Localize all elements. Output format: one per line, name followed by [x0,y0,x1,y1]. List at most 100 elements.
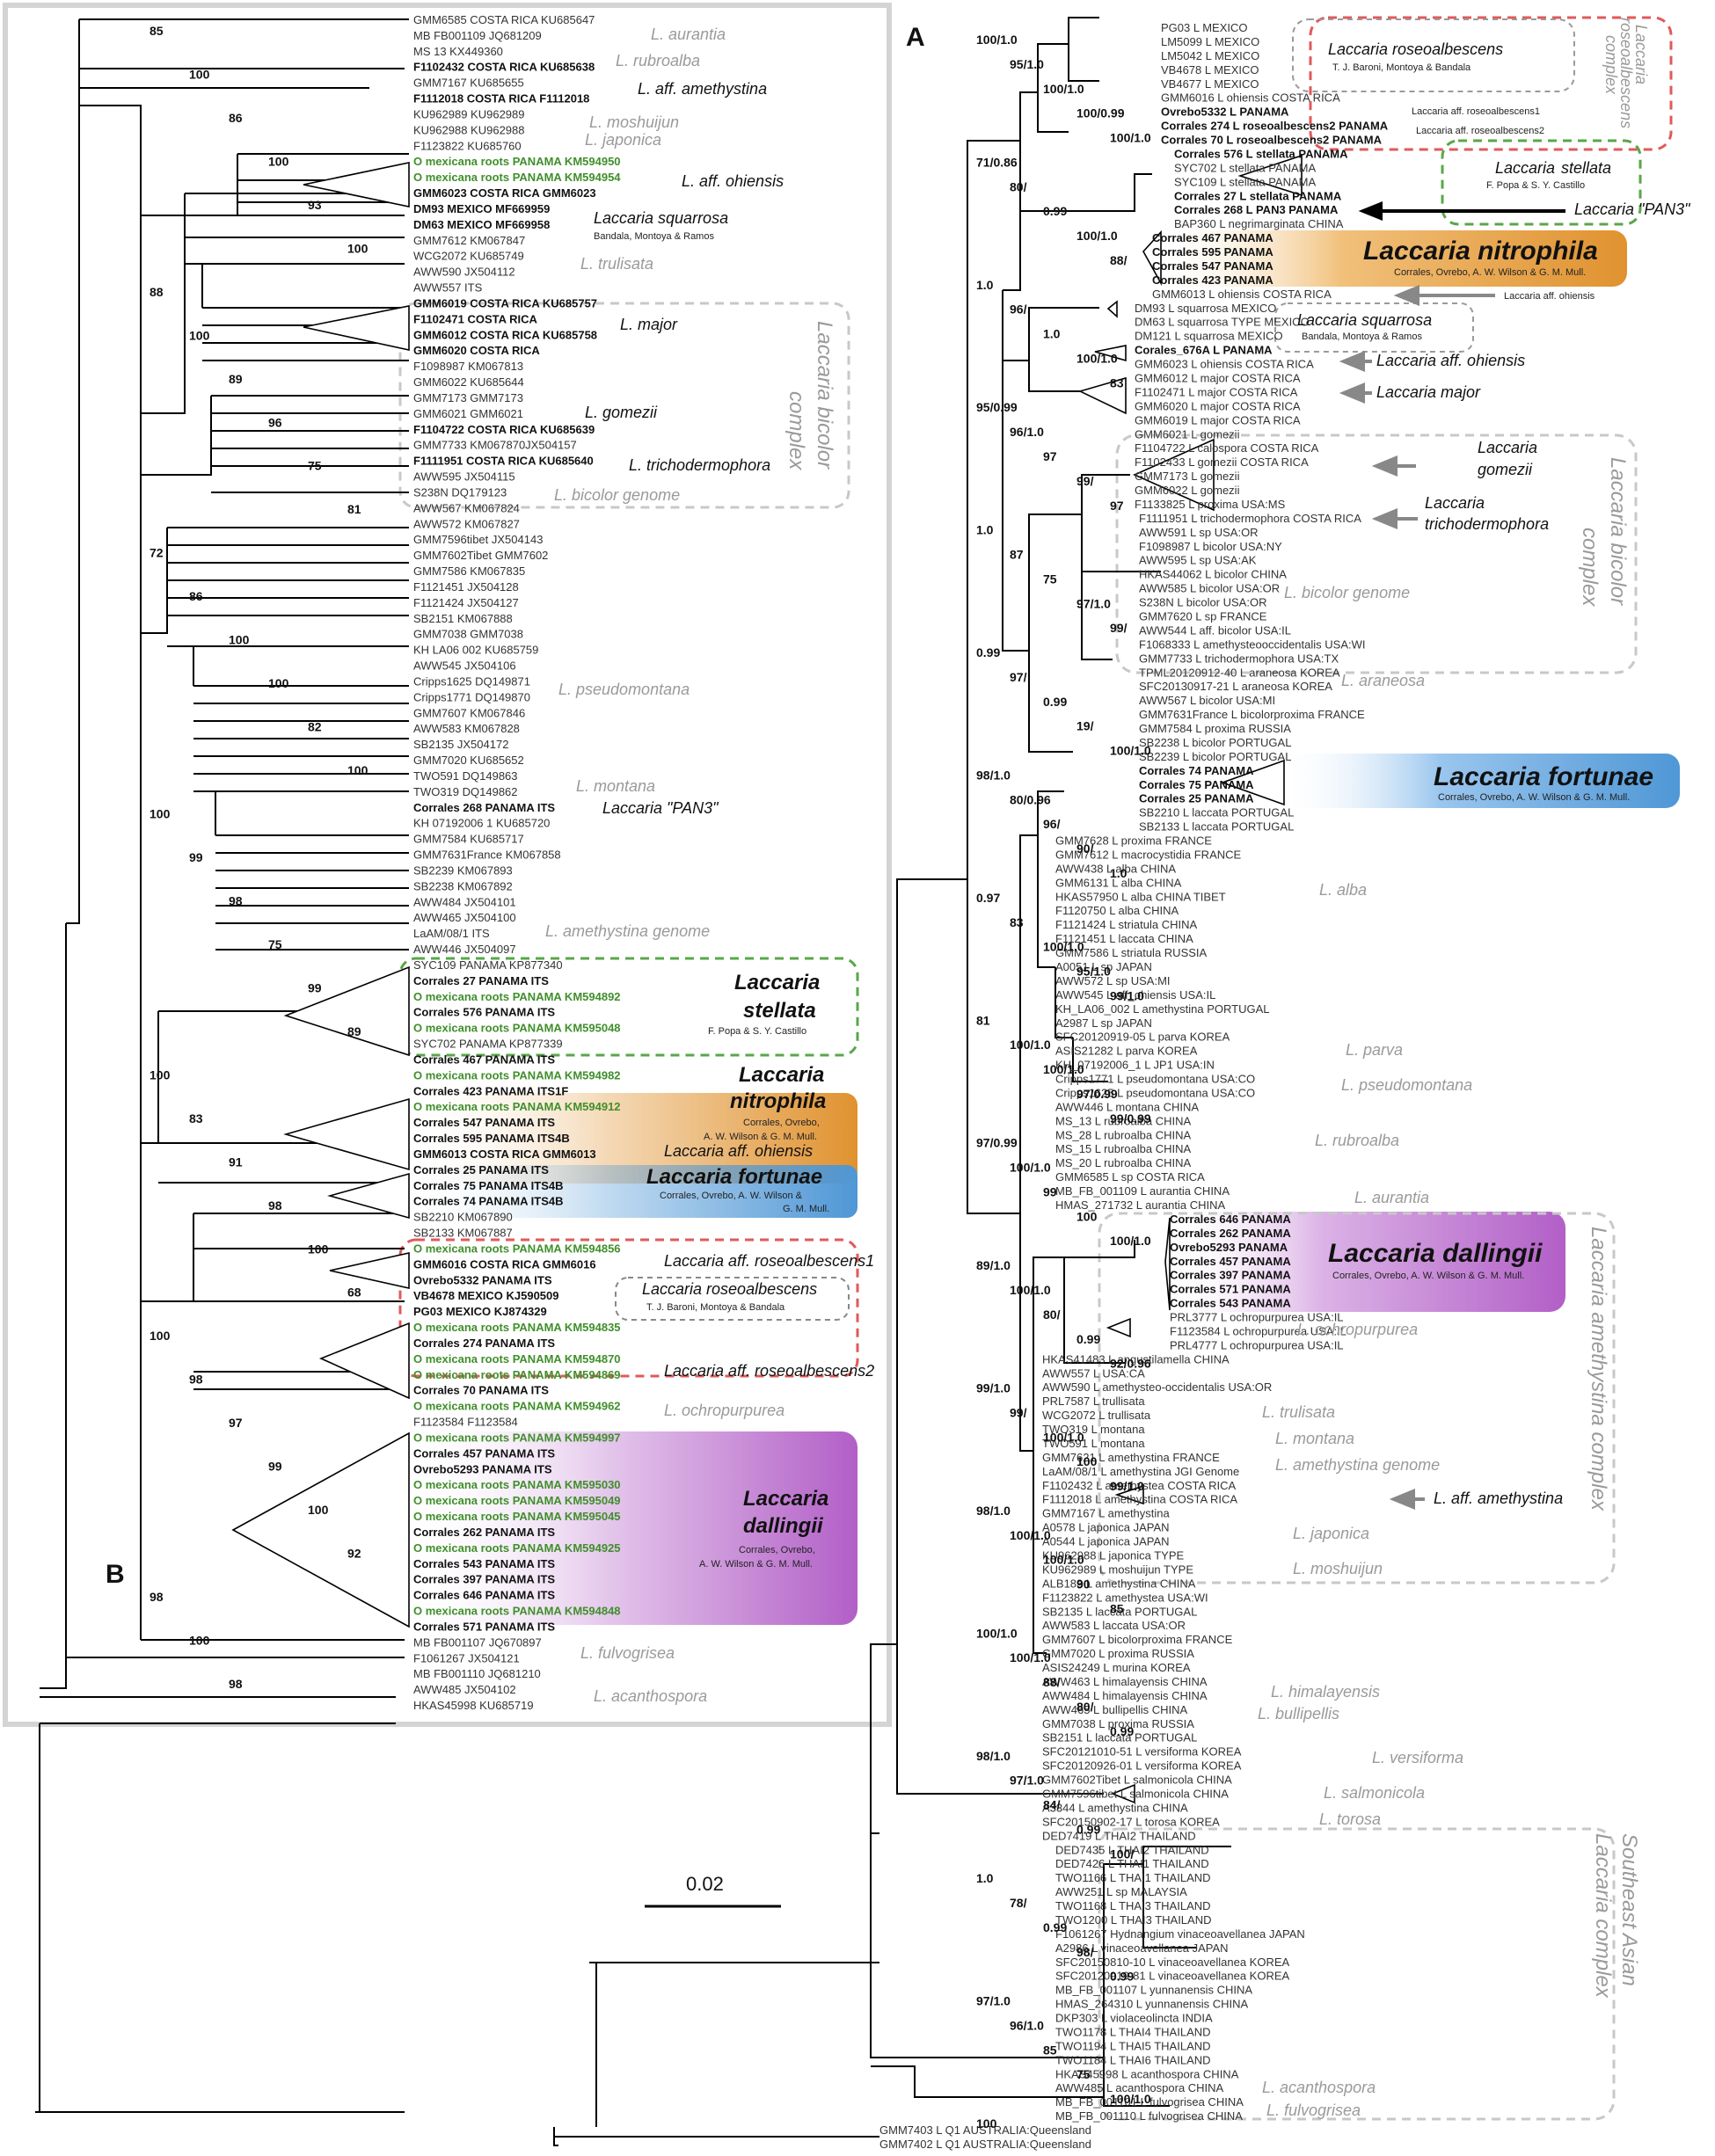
tip-label-b: Corrales 423 PANAMA ITS1F [413,1084,568,1097]
support-value-a: 97/1.0 [1076,596,1111,610]
clade-a-pan3: Laccaria "PAN3" [1574,200,1691,218]
tip-label-a: TWO1194 L THAI5 THAILAND [1055,2039,1211,2052]
clade-a-alba: L. alba [1319,881,1367,899]
support-value-b: 75 [308,459,322,473]
clade-a-rubroalba: L. rubroalba [1315,1132,1399,1149]
tip-label-a: VB4677 L MEXICO [1161,77,1259,91]
tip-label-a: AWW591 L sp USA:OR [1139,526,1259,539]
tip-label-a: TPML20120912-40 L araneosa KOREA [1139,666,1340,679]
tip-label-b: KU962988 KU962988 [413,123,525,136]
tip-label-b: AWW484 JX504101 [413,895,516,908]
tip-label-a: HMAS_271732 L aurantia CHINA [1055,1198,1226,1212]
tip-label-a: Corrales 75 PANAMA [1139,778,1254,791]
tip-label-a: WCG2072 L trullisata [1042,1409,1151,1422]
clade-a-aff-roseo1: Laccaria aff. roseoalbescens1 [1412,106,1540,117]
tip-label-b: KH 07192006 1 KU685720 [413,817,550,830]
support-value-b: 99 [268,1460,282,1474]
clade-a-major: Laccaria major [1376,383,1481,401]
clade-a-gomezii-1: Laccaria [1478,439,1537,456]
roseo-dash-b [398,1238,859,1378]
clade-a-bicolor-genome: L. bicolor genome [1284,584,1410,601]
clade-a-sea-cx-2: Laccaria complex [1591,1833,1615,1999]
clade-a-torosa: L. torosa [1319,1810,1381,1828]
tip-label-b: O mexicana roots PANAMA KM594870 [413,1352,621,1366]
support-value-a: 87 [1010,548,1024,562]
clade-a-bicolor-cx-1: Laccaria bicolor [1606,457,1630,606]
support-value-b: 72 [150,546,164,560]
tip-label-a: MS_13 L rubroalba CHINA [1055,1114,1191,1127]
clade-a-roseo-cx-1: Laccaria [1632,25,1650,84]
tip-label-a: KU962989 L moshuijun TYPE [1042,1562,1193,1576]
tip-label-a: Corrales 70 L roseoalbescens2 PANAMA [1161,134,1383,147]
support-value-a: 99/0.99 [1110,1111,1151,1125]
tip-label-a: Corrales 27 L stellata PANAMA [1174,189,1342,202]
clade-a-fulvogrisea: L. fulvogrisea [1266,2101,1361,2119]
support-value-a: 99/1.0 [1110,988,1144,1002]
clade-b-squarrosa-auth: Bandala, Montoya & Ramos [594,231,714,242]
support-value-a: 98/1.0 [976,768,1011,783]
tip-label-b: GMM6019 COSTA RICA KU685757 [413,297,597,310]
support-value-b: 97 [229,1416,243,1430]
tip-label-a: Corrales 576 L stellata PANAMA [1174,148,1348,161]
panel-a-support-values: 100/1.095/1.0100/1.0100/0.99100/1.071/0.… [976,33,1151,2131]
dallingii-box-b [400,1431,858,1625]
support-value-a: 85 [1110,1602,1124,1616]
tip-label-b: AWW446 JX504097 [413,943,516,956]
clade-b-moshuijun: L. moshuijun [589,113,679,131]
panel-a: A PG03 [553,16,1691,2151]
clade-b-nitrophila-auth-1: Corrales, Ovrebo, [743,1118,820,1128]
tip-label-a: GMM6020 L major COSTA RICA [1135,399,1301,412]
tip-label-b: Corrales 457 PANAMA ITS [413,1446,555,1460]
tip-label-a: HMAS_264310 L yunnanensis CHINA [1055,1998,1249,2011]
clade-b-pan3: Laccaria "PAN3" [602,799,719,817]
tip-label-a: GMM6022 L gomezii [1135,484,1240,497]
tip-label-a: KH_07192006_1 L JP1 USA:IN [1055,1059,1215,1072]
clade-b-roseo: Laccaria roseoalbescens [642,1280,817,1298]
support-value-a: 100/1.0 [1010,1161,1051,1175]
support-value-a: 99/ [1076,474,1094,488]
bicolor-dash-b [398,302,850,509]
support-value-b: 98 [189,1373,203,1387]
support-value-b: 98 [229,1677,243,1691]
support-value-b: 86 [229,111,243,125]
support-value-a: 100/1.0 [1010,1528,1051,1542]
tip-label-b: AWW557 ITS [413,281,483,295]
tip-label-a: MS_15 L rubroalba CHINA [1055,1142,1191,1155]
tip-label-a: SB2239 L bicolor PORTUGAL [1139,750,1291,763]
clade-b-aff-roseo2: Laccaria aff. roseoalbescens2 [664,1362,874,1380]
tip-label-b: Corrales 467 PANAMA ITS [413,1053,555,1066]
tip-label-a: F1102471 L major COSTA RICA [1135,386,1298,399]
tip-label-a: F1123584 L ochropurpurea USA:IL [1170,1325,1346,1338]
clade-a-aff-amethystina: L. aff. amethystina [1434,1490,1563,1507]
tip-label-a: Corrales 268 L PAN3 PANAMA [1174,203,1339,216]
support-value-b: 100 [189,68,210,82]
tip-label-a: Corrales 74 PANAMA [1139,764,1254,777]
tip-label-b: Corrales 262 PANAMA ITS [413,1526,555,1539]
support-value-a: 100/1.0 [1043,1430,1084,1444]
tip-label-a: SB2238 L bicolor PORTUGAL [1139,736,1291,749]
tip-label-a: Cripps1625 L pseudomontana USA:CO [1055,1087,1255,1100]
support-value-b: 96 [268,415,282,429]
tip-label-a: F1102432 L amethystea COSTA RICA [1042,1479,1236,1492]
support-value-b: 88 [150,285,164,299]
sea-dash-a [1098,1827,1616,2121]
tip-label-a: SFC20150902-17 L torosa KOREA [1042,1815,1220,1828]
clade-b-bicolor-complex-2: complex [785,391,808,470]
tip-label-b: F1112018 COSTA RICA F1112018 [413,92,589,106]
support-value-b: 100 [308,1242,329,1256]
support-value-b: 91 [229,1154,243,1169]
tip-label-a: AWW463 L himalayensis CHINA [1042,1675,1208,1688]
tip-label-b: AWW583 KM067828 [413,722,520,735]
tip-label-b: SYC109 PANAMA KP877340 [413,958,563,972]
support-value-a: 100/1.0 [1010,1650,1051,1664]
support-value-a: 88/ [1043,1675,1061,1689]
support-value-a: 100/1.0 [1043,1553,1084,1567]
clade-a-tricho-2: trichodermophora [1425,515,1549,533]
support-value-b: 81 [347,502,361,516]
tip-label-a: BAP360 L negrimarginata CHINA [1174,217,1344,230]
support-value-a: 90 [1076,1577,1091,1592]
clade-b-trulisata: L. trulisata [580,255,653,273]
